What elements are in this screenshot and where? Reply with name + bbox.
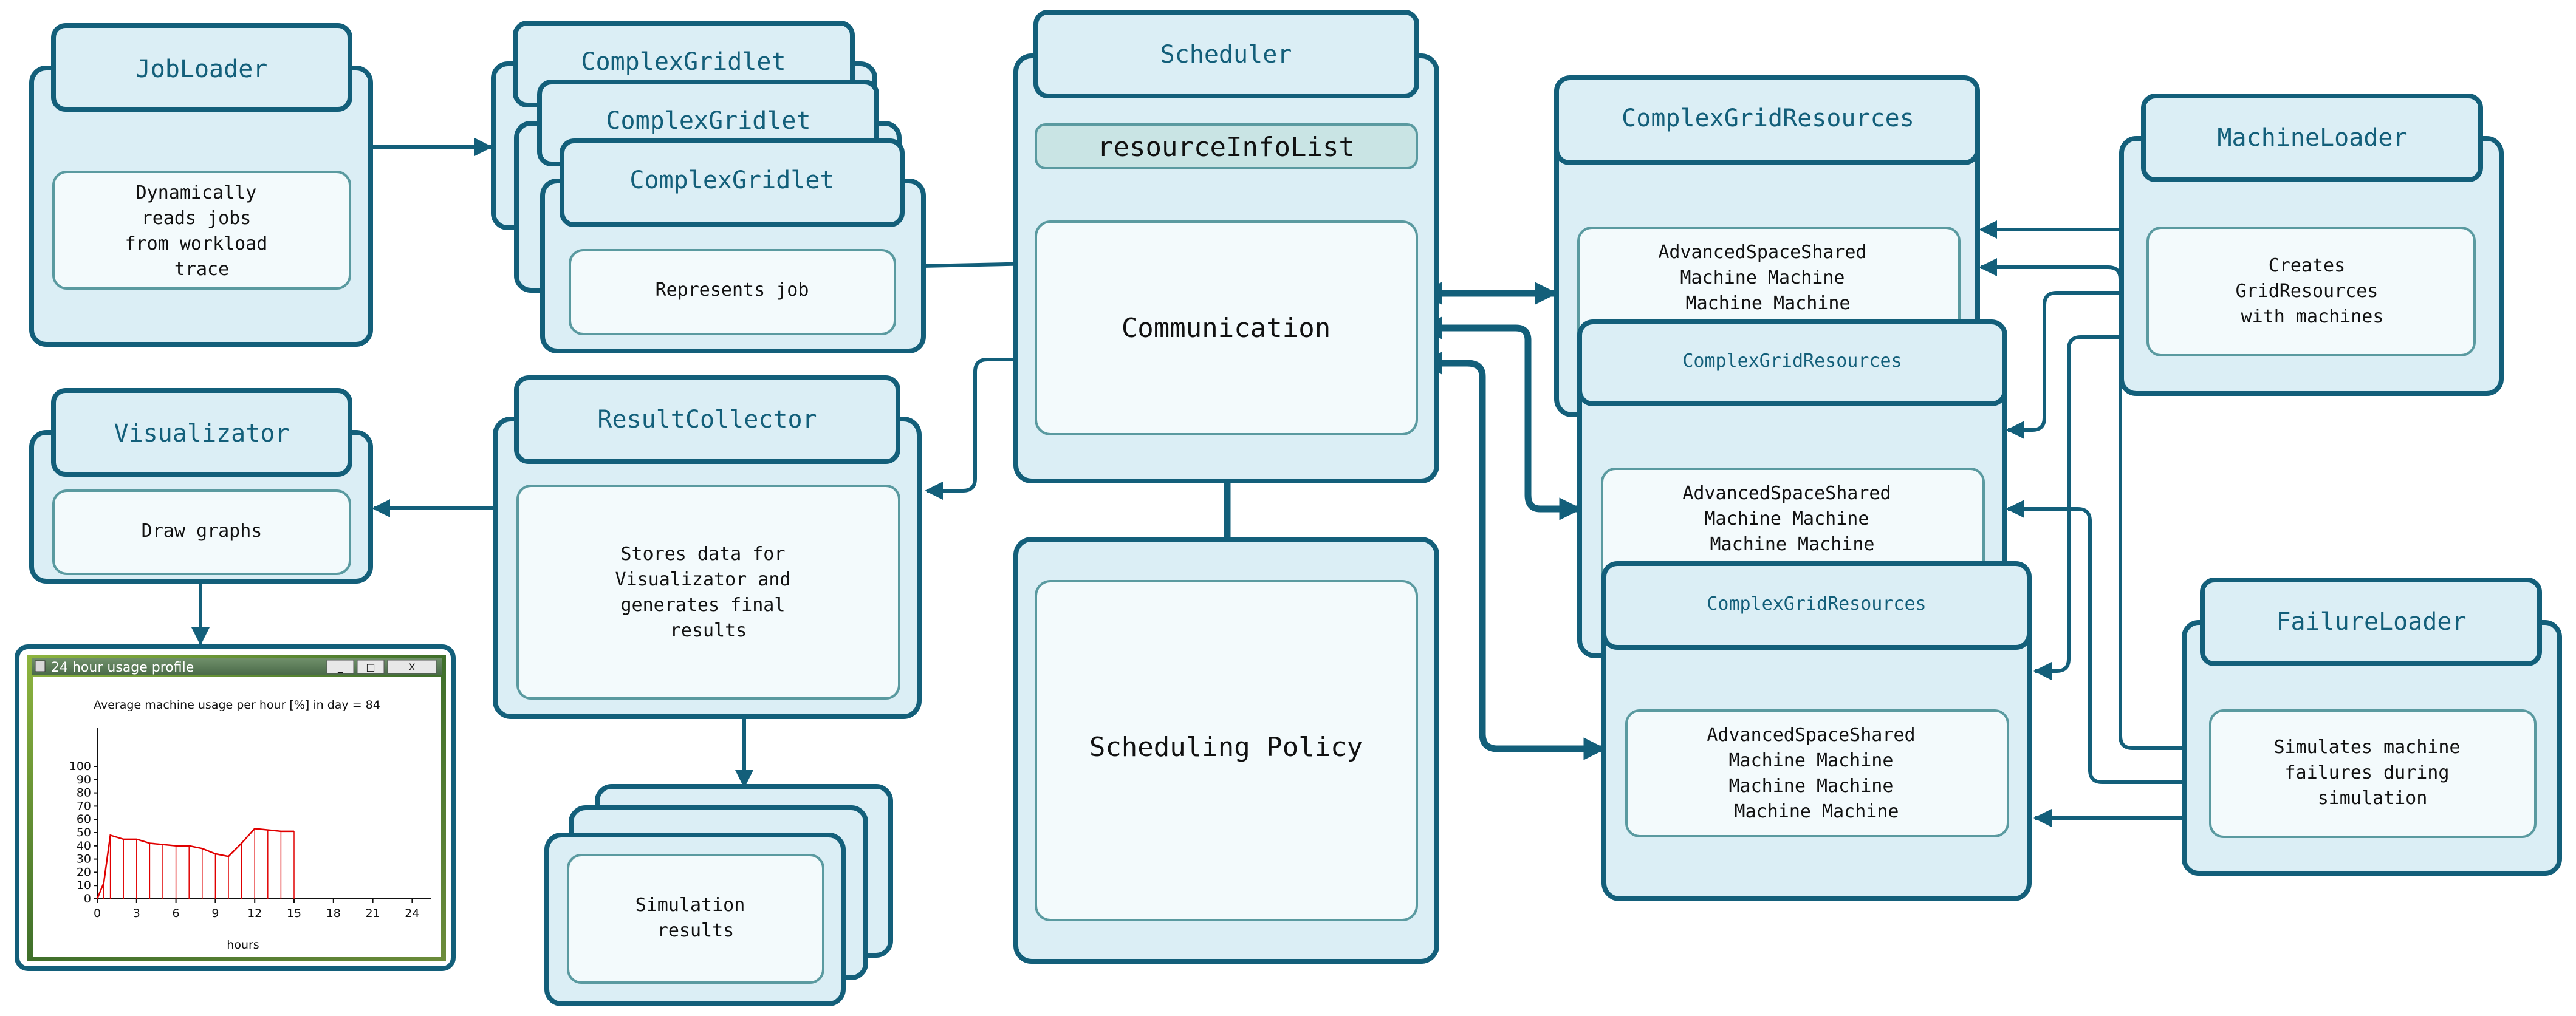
- node-failureloader: FailureLoader Simulates machine failures…: [2182, 578, 2562, 876]
- visualizator-header: [51, 388, 352, 477]
- node-scheduling-policy: Scheduling Policy: [1013, 537, 1439, 964]
- x-tick-label: 3: [133, 907, 140, 920]
- scheduler-title: Scheduler: [1160, 41, 1292, 69]
- chart-marks: [96, 828, 295, 899]
- machineloader-inner: [2146, 227, 2476, 356]
- y-tick-label: 30: [77, 853, 91, 866]
- visualizator-title: Visualizator: [114, 420, 290, 448]
- edge-communication-to-resultcollector: [925, 358, 1033, 500]
- x-tick-label: 24: [405, 907, 419, 920]
- node-jobloader: JobLoader Dynamically reads jobs from wo…: [29, 23, 373, 347]
- y-tick-label: 90: [77, 773, 91, 786]
- x-tick-label: 9: [211, 907, 219, 920]
- resources3-title: ComplexGridResources: [1707, 593, 1926, 615]
- node-complexgridlet-stack: ComplexGridlet ComplexGridlet ComplexGri…: [491, 21, 926, 353]
- edge-machineloader-to-resources2: [2006, 291, 2120, 439]
- resources2-header: [1577, 319, 2007, 406]
- visualizator-body: Draw graphs: [142, 520, 262, 542]
- node-machineloader: MachineLoader Creates GridResources with…: [2119, 94, 2504, 396]
- x-tick-label: 6: [173, 907, 180, 920]
- y-tick-label: 0: [84, 892, 91, 905]
- y-tick-label: 50: [77, 826, 91, 839]
- chart-xlabel: hours: [227, 938, 259, 952]
- jobloader-title: JobLoader: [136, 55, 268, 83]
- resultcollector-title: ResultCollector: [597, 406, 817, 434]
- edge-machineloader-to-resources3: [2033, 335, 2120, 680]
- policy-label: Scheduling Policy: [1089, 732, 1363, 763]
- simresults-inner: [567, 854, 824, 984]
- resources2-title: ComplexGridResources: [1682, 350, 1902, 372]
- resources3-inner: [1625, 709, 2009, 837]
- jobloader-body: Dynamically reads jobs from workload tra…: [125, 182, 279, 280]
- x-tick-label: 0: [94, 907, 101, 920]
- x-tick-label: 15: [287, 907, 301, 920]
- chart-title: Average machine usage per hour [%] in da…: [94, 698, 380, 712]
- machineloader-header: [2141, 94, 2483, 182]
- edge-failureloader-to-resources2: [2006, 500, 2183, 784]
- resources2-body: AdvancedSpaceShared Machine Machine Mach…: [1682, 483, 1902, 555]
- window-title: 24 hour usage profile: [51, 660, 194, 675]
- node-complexgridresources-3: ComplexGridResources AdvancedSpaceShared…: [1601, 561, 2032, 901]
- jobloader-header: [51, 23, 352, 112]
- resource-info-list-label: resourceInfoList: [1097, 132, 1355, 163]
- gridlet-inner: [569, 249, 896, 335]
- gridlet-title: ComplexGridlet: [629, 166, 834, 194]
- gridlet-back1-title: ComplexGridlet: [606, 107, 810, 135]
- maximize-icon: □: [366, 661, 375, 673]
- minimize-icon: _: [337, 661, 343, 673]
- jobloader-inner: [52, 171, 351, 290]
- minimize-button[interactable]: [326, 660, 354, 674]
- node-scheduler: Scheduler resourceInfoList Communication: [1013, 10, 1439, 483]
- scheduler-header: [1033, 10, 1419, 98]
- machineloader-title: MachineLoader: [2217, 124, 2407, 152]
- y-tick-label: 60: [77, 813, 91, 826]
- resources1-header: [1554, 75, 1980, 165]
- gridlet-back2-title: ComplexGridlet: [581, 48, 786, 76]
- resources1-body: AdvancedSpaceShared Machine Machine Mach…: [1658, 242, 1877, 314]
- connectors: [191, 138, 2183, 827]
- visualizator-inner: [52, 489, 351, 575]
- simresults-body: Simulation results: [635, 895, 756, 941]
- edge-failureloader-to-resources1: [1979, 258, 2183, 750]
- maximize-button[interactable]: [357, 660, 385, 674]
- x-tick-label: 12: [247, 907, 262, 920]
- node-visualizator: Visualizator Draw graphs: [29, 388, 373, 584]
- y-tick-label: 80: [77, 786, 91, 800]
- resource-info-list: [1035, 123, 1418, 169]
- y-tick-label: 40: [77, 839, 91, 853]
- gridlet-header: [560, 138, 905, 227]
- x-tick-label: 18: [326, 907, 341, 920]
- close-button[interactable]: [387, 660, 437, 674]
- resources3-body: AdvancedSpaceShared Machine Machine Mach…: [1707, 724, 1926, 822]
- gridlet-body: Represents job: [656, 279, 809, 301]
- y-tick-label: 100: [69, 760, 91, 773]
- window-controls: _ □ X: [326, 660, 437, 674]
- failureloader-title: FailureLoader: [2276, 608, 2466, 636]
- communication-label: Communication: [1122, 313, 1331, 344]
- communication-inner: [1035, 220, 1418, 435]
- resultcollector-body: Stores data for Visualizator and generat…: [615, 544, 801, 641]
- machineloader-body: Creates GridResources with machines: [2236, 255, 2389, 327]
- y-tick-label: 20: [77, 865, 91, 879]
- failureloader-inner: [2209, 709, 2537, 838]
- resources1-title: ComplexGridResources: [1622, 104, 1914, 132]
- policy-inner: [1035, 580, 1418, 921]
- y-tick-label: 70: [77, 799, 91, 813]
- node-resultcollector: ResultCollector Stores data for Visualiz…: [493, 375, 922, 719]
- node-simulation-results: Simulation results: [544, 784, 893, 1006]
- resultcollector-header: [514, 375, 900, 464]
- failureloader-header: [2200, 578, 2542, 666]
- failureloader-body: Simulates machine failures during simula…: [2273, 737, 2471, 809]
- chart-canvas: [33, 677, 441, 957]
- y-tick-label: 10: [77, 879, 91, 892]
- x-tick-label: 21: [366, 907, 380, 920]
- usage-screenshot: 24 hour usage profile _ □ X Average mach…: [15, 644, 456, 971]
- close-icon: X: [409, 661, 416, 673]
- window-app-icon: [35, 660, 46, 672]
- resources3-header: [1601, 561, 2032, 650]
- edge-communication-resources3: [1419, 352, 1606, 760]
- resultcollector-inner: [516, 485, 900, 700]
